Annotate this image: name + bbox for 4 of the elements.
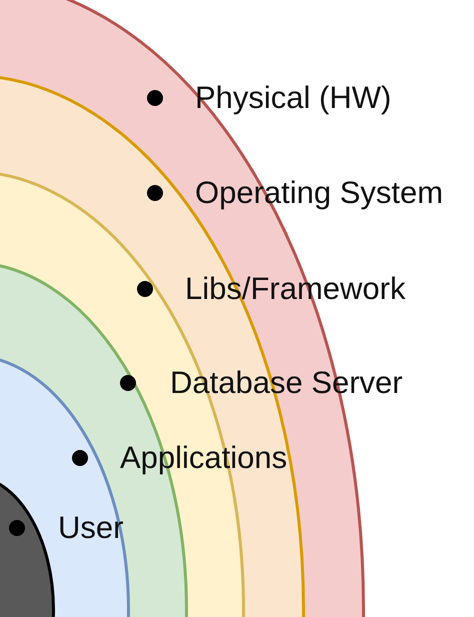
layer-label: User: [58, 510, 124, 546]
layer-label: Operating System: [195, 175, 444, 211]
layer-label: Applications: [120, 440, 288, 476]
layer-label: Physical (HW): [195, 80, 392, 116]
